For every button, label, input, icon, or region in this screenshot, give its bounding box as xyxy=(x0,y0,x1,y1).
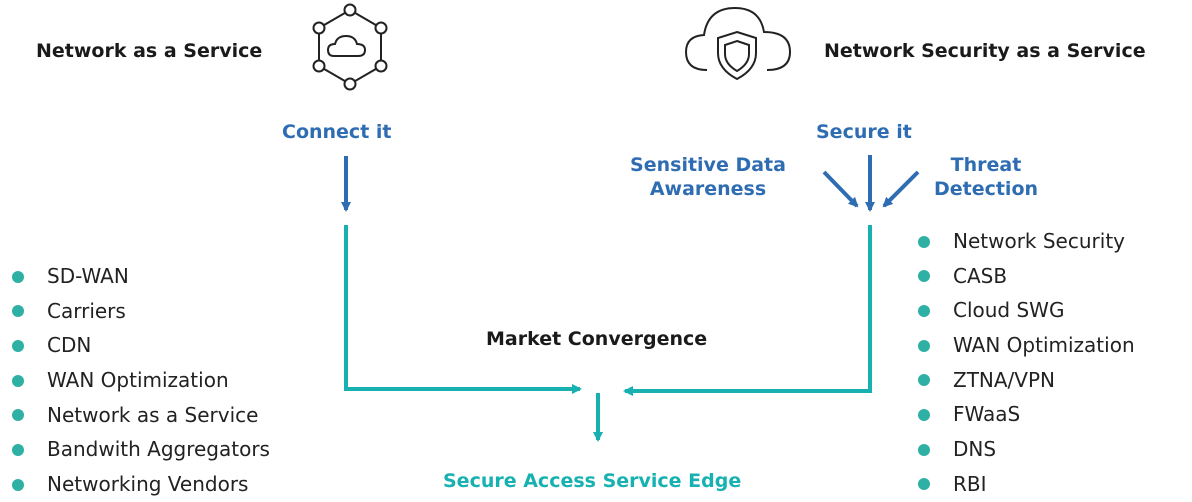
bullet-dot xyxy=(918,374,930,387)
list-item: WAN Optimization xyxy=(912,328,1135,363)
sensitive-data-arrow xyxy=(822,170,859,208)
market-convergence-label: Market Convergence xyxy=(486,328,708,350)
right-title: Network Security as a Service xyxy=(824,40,1146,62)
sensitive-data-label: Sensitive Data Awareness xyxy=(630,154,786,200)
threat-detection-label: Threat Detection xyxy=(933,154,1039,200)
bullet-dot xyxy=(918,270,930,283)
bullet-dot xyxy=(12,478,24,491)
nsaas-list: Network Security CASB Cloud SWG WAN Opti… xyxy=(912,224,1135,502)
list-item: Network as a Service xyxy=(6,398,270,433)
threat-detection-arrow xyxy=(882,170,920,208)
left-title: Network as a Service xyxy=(36,40,263,62)
bullet-dot xyxy=(12,270,24,283)
bullet-dot xyxy=(12,443,24,456)
secure-label: Secure it xyxy=(816,121,912,143)
list-item: RBI xyxy=(912,467,1135,502)
list-item: Network Security xyxy=(912,224,1135,259)
list-item: Networking Vendors xyxy=(6,467,270,502)
bullet-dot xyxy=(918,339,930,352)
cloud-shield-icon xyxy=(684,6,792,81)
left-convergence-path xyxy=(344,225,582,394)
bullet-dot xyxy=(918,304,930,317)
list-item: FWaaS xyxy=(912,397,1135,432)
bullet-dot xyxy=(12,374,24,387)
bullet-dot xyxy=(918,443,930,456)
connect-label: Connect it xyxy=(282,121,392,143)
list-item: SD-WAN xyxy=(6,259,270,294)
list-item: Cloud SWG xyxy=(912,293,1135,328)
bullet-dot xyxy=(918,235,930,248)
list-item: WAN Optimization xyxy=(6,363,270,398)
list-item: CASB xyxy=(912,259,1135,294)
list-item: CDN xyxy=(6,328,270,363)
bullet-dot xyxy=(918,478,930,491)
bullet-dot xyxy=(12,305,24,318)
bullet-dot xyxy=(12,409,24,422)
right-convergence-path xyxy=(623,225,872,396)
bullet-dot xyxy=(918,408,930,421)
list-item: Carriers xyxy=(6,294,270,329)
list-item: Bandwith Aggregators xyxy=(6,432,270,467)
sase-label: Secure Access Service Edge xyxy=(443,470,742,492)
list-item: ZTNA/VPN xyxy=(912,363,1135,398)
cloud-network-icon xyxy=(312,3,388,91)
list-item: DNS xyxy=(912,432,1135,467)
naas-list: SD-WAN Carriers CDN WAN Optimization Net… xyxy=(6,259,270,502)
bullet-dot xyxy=(12,339,24,352)
